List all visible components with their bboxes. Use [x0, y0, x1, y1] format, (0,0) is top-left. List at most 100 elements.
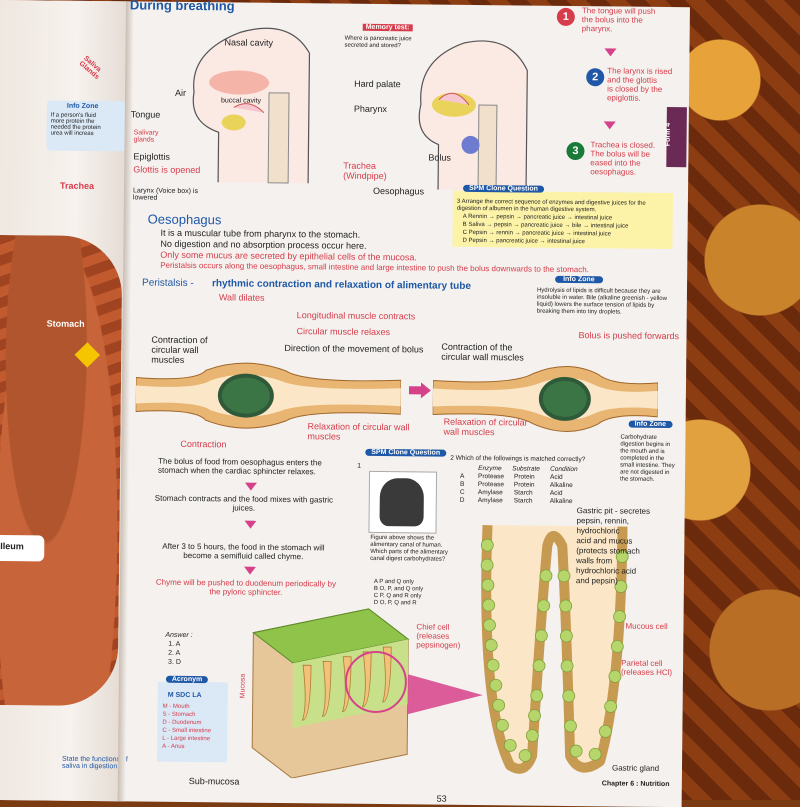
info-zone-2: Info Zone Carbohydrate digestion begins …: [619, 420, 679, 498]
label-direction: Direction of the movement of bolus: [284, 342, 424, 355]
spm-question-1-option-a: A Rennin → pepsin → pancreatic juice → i…: [462, 213, 613, 222]
info-zone-1-text: Hydrolysis of lipids is difficult becaus…: [536, 287, 668, 316]
info-zone-2-text: Carbohydrate digestion begins in the mou…: [619, 434, 675, 483]
label-larynx: Larynx (Voice box) is lowered: [132, 187, 199, 202]
acronym-line-2: S - Stomach: [162, 711, 196, 719]
peristalsis-title: rhythmic contraction and relaxation of a…: [211, 278, 472, 292]
peristalsis-section: Peristalsis - rhythmic contraction and r…: [132, 271, 532, 297]
stomach-flow-2: Stomach contracts and the food mixes wit…: [154, 493, 334, 513]
left-info-text: If a person's fluid more protein the nee…: [50, 112, 101, 137]
left-trachea-label: Trachea: [60, 180, 95, 191]
left-saliva-label: Saliva Glands: [77, 54, 103, 81]
oesophagus-bullet-2: No digestion and no absorption process o…: [160, 238, 367, 251]
label-circular-relaxes: Circular muscle relaxes: [296, 326, 391, 338]
label-mucous-cell: Mucous cell: [625, 621, 668, 632]
peristalsis-tube-left: [135, 362, 402, 429]
label-trachea: Trachea (Windpipe): [343, 160, 387, 182]
spm-question-1-option-b: B Saliva → pepsin → pancreatic juice → b…: [462, 221, 629, 230]
label-contraction: Contraction: [180, 438, 227, 450]
spm-question-1-option-d: D Pepsin → pancreatic juice → intestinal…: [462, 237, 585, 246]
label-contraction-right: Contraction of the circular wall muscles: [441, 341, 524, 363]
stomach-wall-tissue-block: [251, 608, 410, 779]
matching-cell: D: [459, 496, 465, 504]
acronym-line-3: D - Duodenum: [162, 719, 202, 727]
label-relaxation-right: Relaxation of circular wall muscles: [443, 416, 528, 438]
form-side-tab: Form 4: [665, 106, 687, 168]
left-info-zone-box: Info Zone If a person's fluid more prote…: [46, 100, 127, 152]
zoom-pointer-icon: [407, 674, 483, 715]
answer-2: 2. A: [168, 649, 181, 657]
acronym-box: Acronym M SDC LA M - Mouth S - Stomach D…: [157, 675, 228, 763]
step-3-text: Trachea is closed. The bolus will be eas…: [590, 140, 656, 177]
acronym-line-1: M - Mouth: [162, 703, 190, 711]
memory-test-box: Memory test: Where is pancreatic juice s…: [344, 23, 416, 63]
label-hard-palate: Hard palate: [354, 78, 401, 90]
label-mucosa: Mucosa: [239, 673, 247, 699]
matching-header-enzyme: Enzyme: [478, 465, 502, 473]
memory-test-label: Memory test:: [362, 23, 413, 32]
label-parietal-cell: Parietal cell (releases HCl): [620, 658, 673, 678]
head-diagram-swallowing: [418, 40, 528, 191]
label-bolus: Bolus: [428, 152, 451, 163]
acronym-word: M SDC LA: [167, 691, 202, 700]
stomach-flow-1: The bolus of food from oesophagus enters…: [158, 456, 322, 477]
oesophagus-bullet-1: It is a muscular tube from pharynx to th…: [160, 227, 361, 240]
spm-question-1: SPM Clone Question 3 Arrange the correct…: [452, 184, 674, 250]
left-ileum-label: Ileum: [0, 541, 24, 552]
matching-cell: Amylase: [477, 497, 503, 505]
acronym-line-6: A - Anus: [162, 743, 185, 750]
matching-cell: C: [459, 488, 465, 496]
peristalsis-title-prefix: Peristalsis -: [141, 277, 194, 290]
matching-header-substrate: Substrate: [512, 465, 540, 473]
spm-question-2-option-a: A P and Q only: [373, 578, 414, 586]
answer-label: Answer :: [165, 631, 193, 640]
step-1-text: The tongue will push the bolus into the …: [581, 6, 656, 34]
step-3-badge: 3: [566, 141, 585, 161]
acronym-line-5: L - Large intestine: [162, 735, 211, 743]
matching-cell: Starch: [513, 489, 533, 497]
label-epiglottis: Epiglottis: [133, 151, 170, 162]
head-diagram-breathing: [192, 27, 311, 184]
matching-question-stem: 2 Which of the followings is matched cor…: [450, 454, 586, 464]
label-gastric-gland: Gastric gland: [611, 763, 660, 773]
label-sub-mucosa: Sub-mucosa: [188, 776, 240, 787]
stomach-flow-3: After 3 to 5 hours, the food in the stom…: [162, 541, 325, 562]
label-longitudinal: Longitudinal muscle contracts: [296, 310, 416, 322]
stomach-flow-arrow-2: [244, 520, 257, 529]
stomach-flow-arrow-3: [243, 566, 257, 575]
left-stomach-label: Stomach: [46, 318, 85, 329]
info-zone-2-label: Info Zone: [628, 420, 673, 429]
spm-question-2-caption: Figure above shows the alimentary canal …: [370, 534, 448, 563]
chapter-footer: Chapter 6 : Nutrition: [601, 780, 670, 789]
matching-header-condition: Condition: [550, 465, 578, 474]
matching-cell: Protein: [513, 473, 535, 481]
oesophagus-heading: Oesophagus: [147, 211, 222, 228]
step-arrow-2: [603, 121, 616, 130]
matching-cell: Protease: [477, 481, 505, 489]
label-salivary-glands: Salivary glands: [133, 129, 159, 144]
matching-cell: Acid: [549, 489, 563, 497]
matching-cell: Amylase: [477, 489, 503, 497]
gastric-gland-diagram: [480, 524, 629, 774]
book-page: Saliva Glands Info Zone If a person's fl…: [0, 0, 690, 807]
answer-3: 3. D: [168, 658, 181, 666]
step-1-badge: 1: [556, 7, 575, 27]
matching-cell: Protease: [477, 473, 505, 481]
acronym-label: Acronym: [165, 675, 209, 684]
acronym-line-4: C - Small intestine: [162, 727, 212, 735]
stomach-flow-4: Chyme will be pushed to duodenum periodi…: [155, 577, 337, 597]
stomach-flow-arrow-1: [244, 482, 257, 491]
page-number: 53: [436, 793, 447, 804]
digestive-organs-illustration: [0, 234, 123, 707]
spm-question-2-option-c: C P, Q and R only: [373, 592, 422, 600]
figure-body-shape: [379, 478, 425, 527]
answer-1: 1. A: [168, 640, 181, 648]
label-air: Air: [174, 87, 187, 98]
matching-cell: Acid: [549, 473, 563, 481]
label-pharynx: Pharynx: [353, 103, 387, 115]
label-nasal-cavity: Nasal cavity: [224, 37, 274, 48]
spm-question-2: SPM Clone Question 1 Figure above shows …: [356, 448, 453, 610]
memory-test-question: Where is pancreatic juice secreted and s…: [344, 35, 412, 50]
spm-question-2-option-b: B O, P, and Q only: [373, 585, 424, 593]
step-2-badge: 2: [586, 68, 605, 87]
